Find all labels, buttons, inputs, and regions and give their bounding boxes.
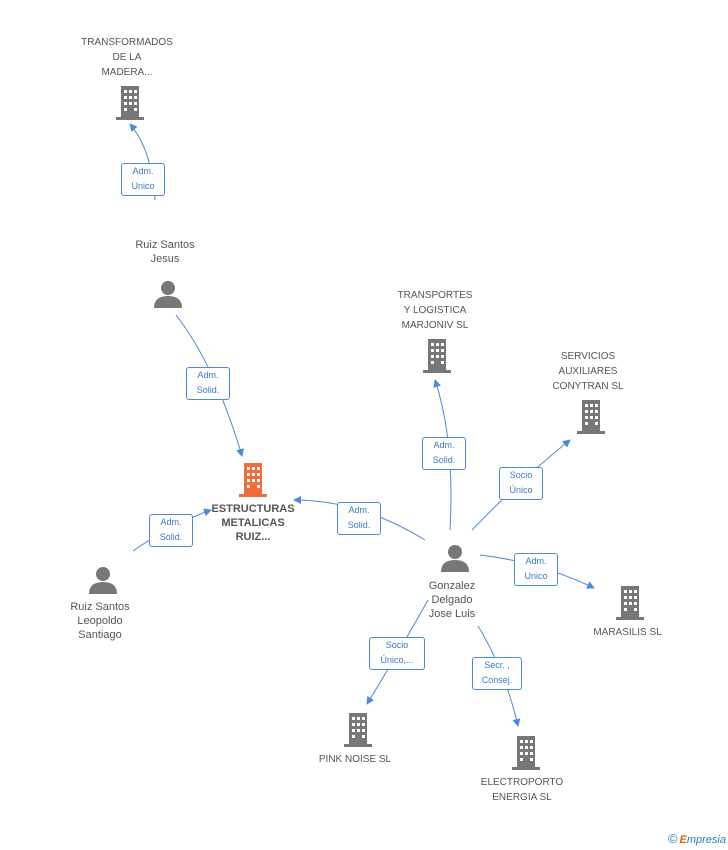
node-label-marasilis[interactable]: MARASILIS SL [593,627,662,638]
node-label-ruiz-jesus[interactable]: Ruiz Santos Jesus [135,239,195,265]
edge-label-jesus-estructuras[interactable]: Adm. Solid. [186,367,230,400]
building-icon[interactable] [510,736,542,770]
node-label-transformados[interactable]: TRANSFORMADOS DE LA MADERA... [81,37,173,78]
node-label-estructuras[interactable]: ESTRUCTURAS METALICAS RUIZ... [211,503,295,543]
empresia-brand[interactable]: ©Empresia [668,831,726,846]
building-icon-main[interactable] [237,463,269,497]
copyright-symbol: © [667,831,678,846]
node-label-ruiz-leopoldo[interactable]: Ruiz Santos Leopoldo Santiago [70,601,130,641]
node-label-electroporto[interactable]: ELECTROPORTO ENERGIA SL [480,777,564,803]
node-label-gonzalez[interactable]: Gonzalez Delgado Jose Luis [428,580,476,620]
brand-first-letter: E [679,834,687,846]
building-icon[interactable] [614,586,646,620]
node-label-pink-noise[interactable]: PINK NOISE SL [318,754,392,765]
person-icon[interactable] [153,280,183,308]
node-label-servicios[interactable]: SERVICIOS AUXILIARES CONYTRAN SL [552,351,624,392]
edge-label-gonzalez-transportes[interactable]: Adm. Solid. [422,437,466,470]
edge-label-gonzalez-pink[interactable]: Socio Único,... [369,637,425,670]
edge-label-leopoldo-estructuras[interactable]: Adm. Solid. [149,514,193,547]
brand-rest: mpresia [686,834,726,846]
edge-label-gonzalez-servicios[interactable]: Socio Único [499,467,543,500]
person-icon[interactable] [88,566,118,594]
edge-label-gonzalez-marasilis[interactable]: Adm. Unico [514,553,558,586]
building-icon[interactable] [114,86,146,120]
person-icon[interactable] [440,544,470,572]
building-icon[interactable] [575,400,607,434]
edge-label-gonzalez-estructuras[interactable]: Adm. Solid. [337,502,381,535]
building-icon[interactable] [342,713,374,747]
edge-label-gonzalez-electro[interactable]: Secr. , Consej. [472,657,522,690]
node-label-transportes[interactable]: TRANSPORTES Y LOGISTICA MARJONIV SL [397,290,473,331]
edge-label-jesus-transformados[interactable]: Adm. Unico [121,163,165,196]
building-icon[interactable] [421,339,453,373]
